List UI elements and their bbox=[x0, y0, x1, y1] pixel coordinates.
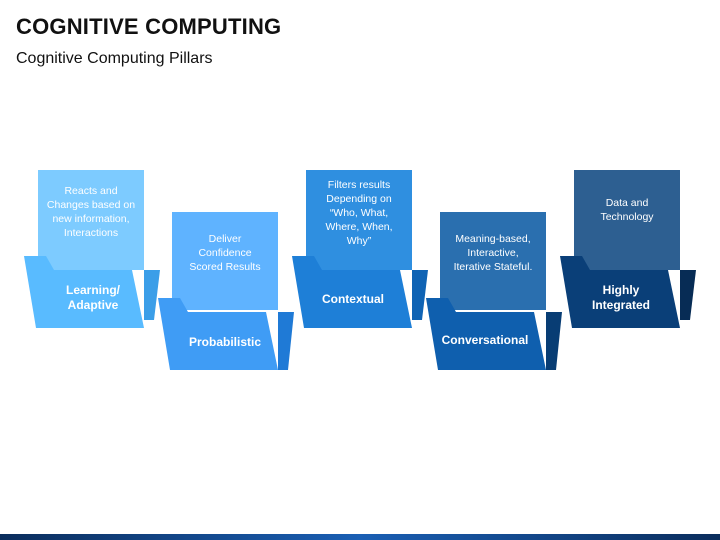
pillar-label: Conversational bbox=[441, 333, 529, 347]
folder-shape-learning bbox=[24, 170, 160, 328]
folder-shape-contextual bbox=[292, 170, 428, 328]
pillar-conversational: Meaning-based,Interactive, Iterative Sta… bbox=[426, 212, 562, 372]
page-title: COGNITIVE COMPUTING bbox=[16, 14, 282, 39]
folder-shape-integrated bbox=[560, 170, 696, 328]
pillar-label: Probabilistic bbox=[188, 335, 262, 349]
page-subtitle: Cognitive Computing Pillars bbox=[16, 50, 213, 67]
pillar-description: Meaning-based,Interactive, Iterative Sta… bbox=[453, 233, 533, 273]
pillar-label: Learning/Adaptive bbox=[65, 283, 120, 312]
pillar-label: Contextual bbox=[321, 292, 384, 306]
folder-shape-probabilistic bbox=[158, 212, 294, 370]
footer-accent-bar bbox=[0, 534, 720, 540]
folder-shape-conversational bbox=[426, 212, 562, 370]
